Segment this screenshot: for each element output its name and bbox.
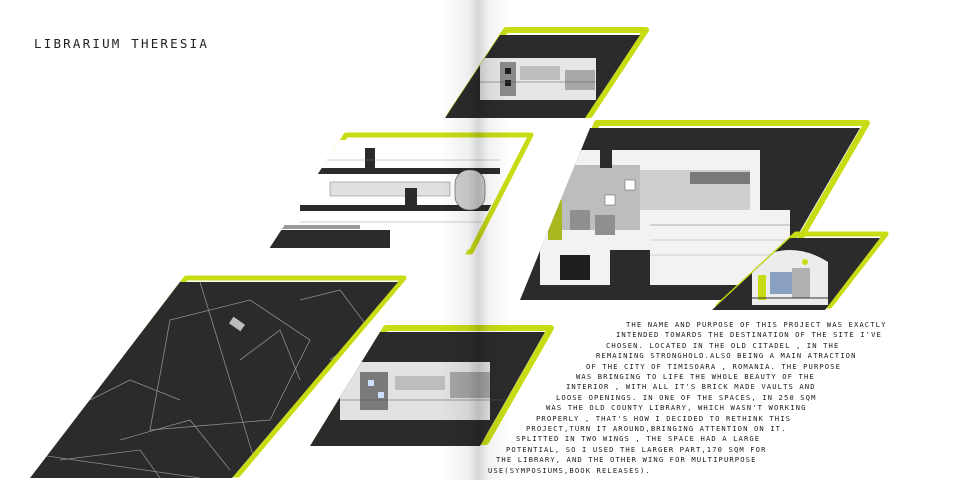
description-line: USE(SYMPOSIUMS,BOOK RELEASES). <box>488 465 651 475</box>
large-plan-drawing <box>540 138 790 285</box>
top-plan-drawing <box>480 58 620 100</box>
description-line: INTERIOR , WITH ALL IT'S BRICK MADE VAUL… <box>566 382 816 392</box>
corridor-plan-panel <box>265 132 534 255</box>
description-line: PROPERLY , THAT'S HOW I DECIDED TO RETHI… <box>536 413 792 423</box>
description-line: WAS THE OLD COUNTY LIBRARY, WHICH WASN'T… <box>546 403 807 413</box>
site-map-drawing <box>39 282 371 478</box>
description-line: OF THE CITY OF TIMISOARA , ROMANIA. THE … <box>586 361 842 371</box>
project-description: THE NAME AND PURPOSE OF THIS PROJECT WAS… <box>488 320 908 476</box>
description-line: REMAINING STRONGHOLD.ALSO BEING A MAIN A… <box>596 351 857 361</box>
top-plan-panel <box>445 27 649 118</box>
site-map-panel <box>30 275 407 478</box>
bottom-plan-drawing <box>340 362 510 420</box>
description-line: THE NAME AND PURPOSE OF THIS PROJECT WAS… <box>626 320 887 329</box>
section-panel <box>712 231 889 310</box>
page-title: LIBRARIUM THERESIA <box>34 36 210 51</box>
description-line: LOOSE OPENINGS. IN ONE OF THE SPACES, IN… <box>556 392 817 402</box>
description-line: POTENTIAL, SO I USED THE LARGER PART,170… <box>506 444 767 454</box>
corridor-plan-drawing <box>270 148 500 248</box>
description-line: PROJECT,TURN IT AROUND,BRINGING ATTENTIO… <box>526 424 787 434</box>
bottom-plan-panel <box>310 325 554 446</box>
description-line: CHOSEN. LOCATED IN THE OLD CITADEL , IN … <box>606 340 840 350</box>
description-line: SPLITTED IN TWO WINGS , THE SPACE HAD A … <box>516 434 761 444</box>
description-line: WAS BRINGING TO LIFE THE WHOLE BEAUTY OF… <box>576 372 815 382</box>
description-line: THE LIBRARY, AND THE OTHER WING FOR MULT… <box>496 455 757 465</box>
description-line: INTENDED TOWARDS THE DESTINATION OF THE … <box>616 330 882 340</box>
section-drawing <box>752 250 828 305</box>
